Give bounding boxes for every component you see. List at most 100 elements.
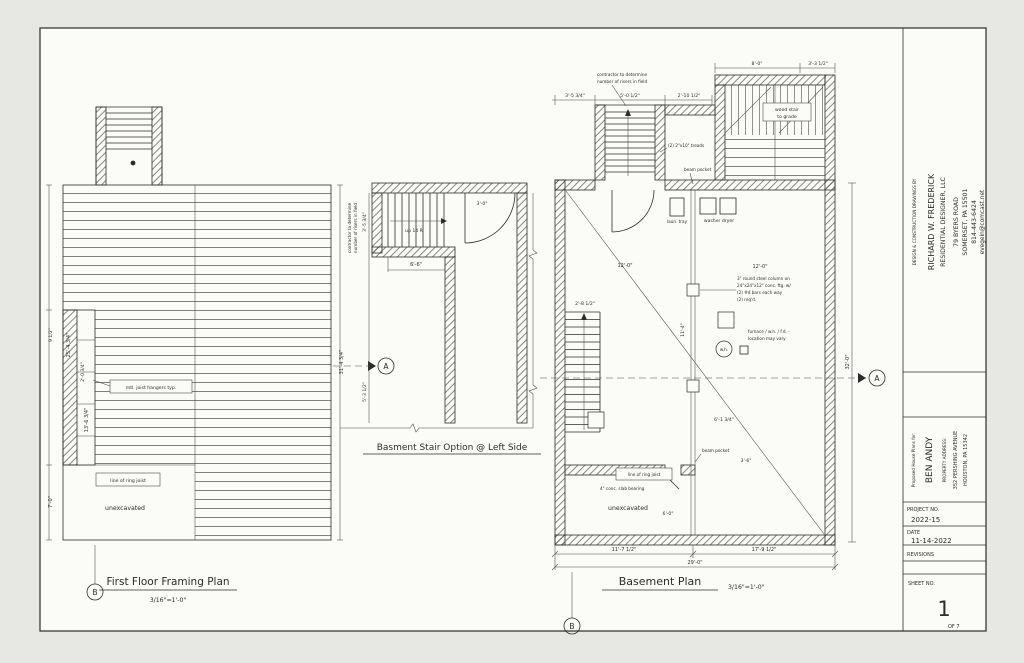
basement-dim-right: 32'-0" — [845, 354, 851, 369]
first-floor-framing-plan: unexcavated line of ring joist mtl. jois… — [46, 106, 395, 604]
stair-option-treads — [387, 193, 445, 247]
framing-dim-31-4: 31'-4 3/4" — [339, 350, 345, 375]
basement-dim-12-0-left: 12'-0" — [617, 263, 632, 269]
washer-dryer-label: washer dryer — [704, 218, 734, 224]
framing-dim-25-4: 25'-4 3/4" — [66, 333, 72, 358]
basement-dim-porch2: 3'-3 1/2" — [808, 61, 828, 67]
framing-dim-lines — [46, 184, 343, 541]
section-diagonal — [565, 190, 825, 535]
framing-section-marker-a: A — [333, 357, 395, 375]
ring-joist-note: line of ring joist — [110, 478, 146, 484]
stair-option-width-dim: 6'-6" — [410, 262, 422, 268]
stair-option-door-dim: 3'-0" — [477, 201, 488, 207]
column-note-3: (2) #4 bars each way — [737, 290, 783, 295]
basement-dim-top3: 2'-10 1/2" — [678, 93, 701, 99]
stair-option-title: Basment Stair Option @ Left Side — [377, 443, 528, 453]
basement-section-marker-a: A — [858, 369, 886, 387]
basement-dim-porch1: 8'-0" — [752, 61, 763, 67]
porch-framing: wood stair to grade — [715, 85, 835, 181]
water-heater — [715, 340, 733, 358]
hangers-note: mtl. joist hangers typ. — [126, 385, 177, 391]
basement-dim-top2: 5'-0 1/2" — [620, 93, 640, 99]
project-no-value: 2022-15 — [911, 516, 940, 524]
marker-a-label: A — [874, 374, 880, 383]
framing-dim-7-0: 7'-0" — [48, 496, 54, 508]
basement-stair-option: up 14 R 3'-0" 6'-6" 3'-5 3/4" 5'-3 1/2" … — [340, 182, 541, 455]
date-value: 11-14-2022 — [911, 537, 952, 545]
floor-drain — [739, 345, 749, 355]
basement-dim-6-0: 6'-0" — [663, 511, 674, 517]
basement-dim-11-4: 11'-4" — [680, 323, 686, 337]
stair-option-dim-left1: 3'-5 3/4" — [362, 212, 368, 232]
treads-note-leader — [659, 147, 668, 153]
project-no-label: PROJECT NO. — [907, 507, 940, 513]
basement-walls — [554, 74, 836, 546]
basement-dim-top1: 3'-5 3/4" — [565, 93, 585, 99]
slab-note: 4" conc. slab bearing — [600, 486, 645, 491]
contractor-note-leader — [611, 84, 627, 107]
hangers-leader — [92, 379, 111, 387]
basement-dim-bottom-total: 29'-0" — [687, 560, 702, 566]
framing-dim-13-6: 13'-6 3/4" — [84, 408, 90, 433]
beam-pocket-leader-bottom — [694, 453, 702, 463]
washer — [699, 197, 717, 215]
framing-chimney — [95, 106, 163, 186]
designer-email: evegein@comcast.net — [980, 189, 986, 254]
client-name: BEN ANDY — [925, 436, 935, 483]
basement-contractor-note-1: contractor to determine — [597, 72, 648, 77]
beam-pocket-note-top: beam pocket — [684, 167, 712, 172]
property-address1: 352 PERSHING AVENUE — [953, 431, 959, 490]
hangers-note-box — [109, 379, 193, 394]
property-label: PROPERTY ADDRESS: — [942, 438, 947, 483]
title-block: DESIGN & CONSTRUCTION DRAWINGS BY RICHAR… — [902, 28, 986, 631]
framing-dim-2-0: 2'-0 3/4" — [80, 362, 86, 382]
chimney-cleanout-dot — [130, 160, 136, 166]
basement-dim-6-1: 6'-1 3/4" — [714, 417, 734, 423]
wood-stair-note-2: to grade — [777, 114, 797, 120]
basement-plan: wood stair to grade 2'-8 1/2" — [540, 61, 886, 635]
basement-ring-joist-box — [615, 467, 673, 481]
framing-stair-opening — [62, 309, 96, 466]
framing-plan-title: First Floor Framing Plan — [106, 576, 229, 588]
designer-address2: SOMERSET, PA 15501 — [962, 188, 969, 255]
column-note-1: 3" round steel column on — [737, 276, 790, 281]
beam-pocket-leader-top — [689, 172, 694, 185]
joist-field-upper — [63, 185, 331, 465]
property-address2: HOUSTON, PA 15342 — [963, 434, 969, 486]
basement-dim-bottom1: 11'-7 1/2" — [612, 547, 637, 553]
basement-dim-12-0-right: 12'-0" — [752, 264, 767, 270]
proposed-for-label: Proposed House Plans for: — [911, 433, 916, 488]
sheet-no-label: SHEET NO. — [908, 581, 935, 587]
basement-ring-joist-note: line of ring joist — [628, 472, 661, 477]
basement-right-dim-line — [848, 182, 856, 543]
stair-option-width-dim-lines — [387, 257, 446, 272]
designer-phone: 814-443-6424 — [971, 200, 978, 244]
basement-stairwell-treads — [595, 104, 665, 173]
basement-dim-bottom2: 17'-9 1/2" — [752, 547, 777, 553]
marker-b-label: B — [569, 622, 574, 631]
wood-stair-note-1: wood stair — [775, 107, 799, 113]
water-heater-label: w.h. — [720, 347, 728, 352]
stair-width-dim: 2'-8 1/2" — [575, 301, 595, 307]
revisions-label: REVISIONS — [907, 552, 934, 558]
stair-option-direction-arrow — [390, 218, 447, 224]
sheet-of-label: OF 7 — [948, 624, 960, 630]
basement-plan-title: Basement Plan — [619, 575, 701, 588]
steel-column-1 — [686, 283, 700, 297]
steel-column-2 — [686, 379, 700, 393]
laundry-tray — [669, 197, 685, 217]
designer-address1: 79 BYERS ROAD — [953, 197, 960, 247]
stair-option-dim-left2: 5'-3 1/2" — [362, 382, 368, 402]
basement-plan-scale: 3/16"=1'-0" — [728, 584, 765, 591]
stair-option-contractor-note-2: number of risers in field — [353, 203, 358, 253]
stair-option-contractor-note-1: contractor to determine — [347, 203, 352, 254]
designer-firm: RESIDENTIAL DESIGNER, LLC — [940, 177, 947, 267]
date-label: DATE — [907, 530, 920, 536]
basement-dim-3-6: 3'-6" — [741, 458, 752, 464]
basement-unexcavated-label: unexcavated — [608, 505, 648, 512]
stairwell-direction-arrow — [625, 109, 631, 176]
furnace-note-2: location may vary — [748, 336, 786, 341]
designer-name: RICHARD W. FREDERICK — [927, 173, 936, 270]
